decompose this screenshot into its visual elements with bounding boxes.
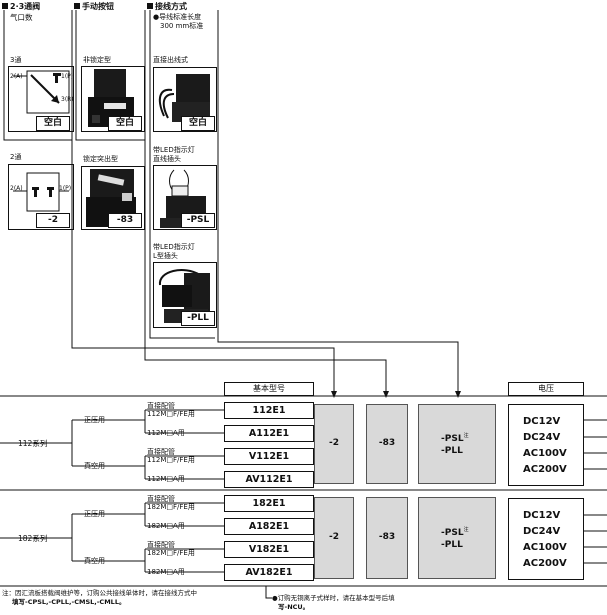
- button-option-lock-title: 锁定突出型: [83, 155, 118, 163]
- button-nonlock-code: 空白: [108, 116, 142, 131]
- group-positive-182: 正压用: [84, 510, 105, 518]
- footnote-2-code: 写-NCU。: [278, 603, 310, 611]
- footnote-1-codes: 填写-CPSL,-CPLL,-CMSL,-CMLL。: [12, 598, 126, 606]
- button-header: 手动按钮: [74, 2, 114, 12]
- valve-3way-diagram-icon: [13, 70, 70, 114]
- wiring-note-2: 300 mm标准: [160, 22, 204, 30]
- model-A112E1: A112E1: [224, 425, 314, 442]
- valve-3way-code: 空白: [36, 116, 70, 131]
- footnote-1: 注：因汇流板搭载阀维护等，订购公共接线单体时，请在接线方式中: [2, 589, 197, 597]
- voltage-header: 电压: [508, 382, 584, 396]
- wiring-psl-code: -PSL: [181, 213, 215, 228]
- solenoid-valve-photo-icon: [86, 169, 136, 227]
- base-model-header: 基本型号: [224, 382, 314, 396]
- series-182-label: 182系列: [18, 534, 48, 543]
- voltage-box-182: DC12V DC24V AC100V AC200V: [508, 498, 584, 580]
- wiring-option-direct-title: 直接出线式: [153, 56, 188, 64]
- square-bullet-icon: [2, 3, 8, 9]
- valve-2way-diagram-icon: [13, 172, 69, 212]
- valve-subheader: 气口数: [10, 13, 33, 22]
- wiring-option-psl-title-2: 直线插头: [153, 155, 181, 163]
- model-112E1: 112E1: [224, 402, 314, 419]
- wiring-option-pll-title-2: L型插头: [153, 252, 178, 260]
- button-lock-code: -83: [108, 213, 142, 228]
- group-vacuum-112: 真空用: [84, 462, 105, 470]
- model-V182E1: V182E1: [224, 541, 314, 558]
- wiring-pll-code: -PLL: [181, 311, 215, 326]
- square-bullet-icon: [147, 3, 153, 9]
- model-AV112E1: AV112E1: [224, 471, 314, 488]
- option-valve-182: -2: [314, 497, 354, 579]
- square-bullet-icon: [74, 3, 80, 9]
- model-A182E1: A182E1: [224, 518, 314, 535]
- voltage-box-112: DC12V DC24V AC100V AC200V: [508, 404, 584, 486]
- wiring-header: 接线方式: [147, 2, 187, 12]
- option-wiring-182: -PSL注 -PLL: [418, 497, 496, 579]
- group-vacuum-182: 真空用: [84, 557, 105, 565]
- series-112-label: 112系列: [18, 439, 48, 448]
- group-positive-112: 正压用: [84, 416, 105, 424]
- valve-2way-code: -2: [36, 213, 70, 228]
- valve-option-2way-title: 2通: [10, 153, 22, 161]
- option-button-182: -83: [366, 497, 408, 579]
- button-option-nonlock-title: 非锁定型: [83, 56, 111, 64]
- footnote-2: ●订购无铜离子式样时，请在基本型号后填: [272, 594, 395, 602]
- wiring-option-pll-title: 带LED指示灯: [153, 243, 195, 251]
- model-AV182E1: AV182E1: [224, 564, 314, 581]
- wiring-option-psl-title: 带LED指示灯: [153, 146, 195, 154]
- option-wiring-112: -PSL注 -PLL: [418, 404, 496, 484]
- wiring-note: ●导线标准长度: [153, 13, 202, 21]
- option-valve-112: -2: [314, 404, 354, 484]
- option-button-112: -83: [366, 404, 408, 484]
- valve-option-3way-title: 3通: [10, 56, 22, 64]
- model-V112E1: V112E1: [224, 448, 314, 465]
- valve-header: 2·3通阀: [2, 2, 40, 12]
- model-182E1: 182E1: [224, 495, 314, 512]
- wiring-direct-code: 空白: [181, 116, 215, 131]
